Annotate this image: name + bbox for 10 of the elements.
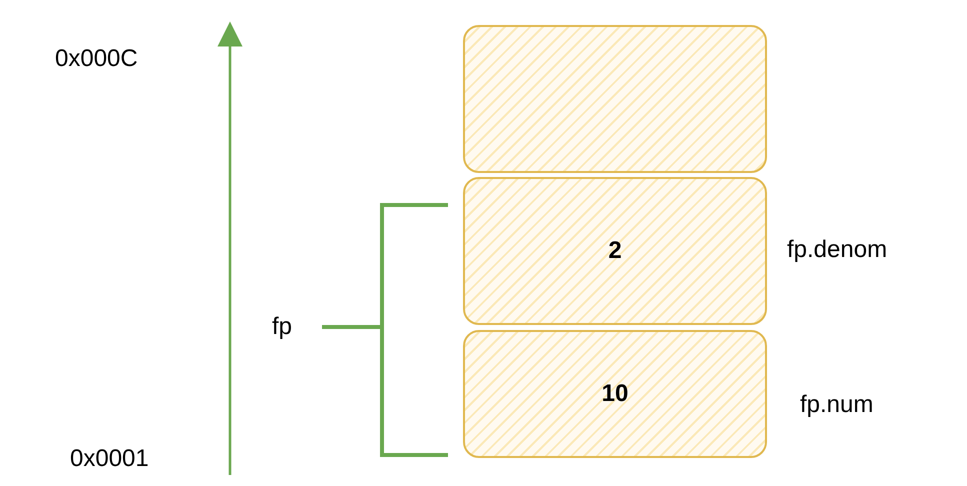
address-label: 0x000C <box>55 45 138 73</box>
address-label: 0x0001 <box>70 445 149 473</box>
cell-value: 2 <box>608 237 622 265</box>
memory-cell <box>463 330 767 458</box>
variable-label: fp <box>272 313 292 341</box>
memory-cell <box>463 25 767 173</box>
memory-cell <box>463 177 767 325</box>
field-label: fp.denom <box>787 236 888 264</box>
field-label: fp.num <box>800 391 874 419</box>
cell-value: 10 <box>602 380 628 408</box>
